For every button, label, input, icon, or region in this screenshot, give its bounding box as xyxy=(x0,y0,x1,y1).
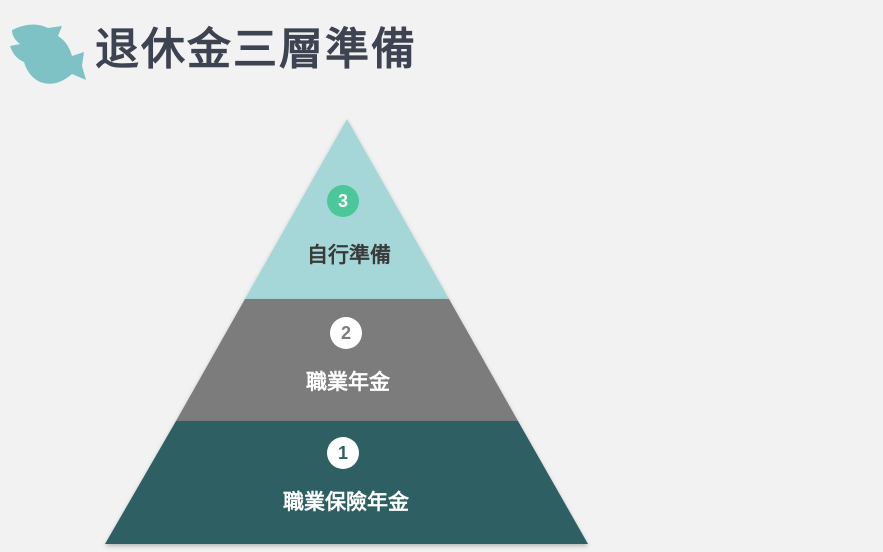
tier-1-number-badge: 1 xyxy=(327,437,359,469)
tier-2-label: 職業年金 xyxy=(306,370,390,394)
tier-2-number-badge: 2 xyxy=(330,317,362,349)
tier-1-label: 職業保險年金 xyxy=(283,490,409,514)
tier-3-number-badge: 3 xyxy=(327,185,359,217)
pyramid-tier-2 xyxy=(176,299,518,421)
page-title: 退休金三層準備 xyxy=(95,24,417,75)
fish-icon xyxy=(10,24,86,84)
tier-3-label: 自行準備 xyxy=(307,243,391,267)
pyramid-tier-1 xyxy=(105,421,588,544)
